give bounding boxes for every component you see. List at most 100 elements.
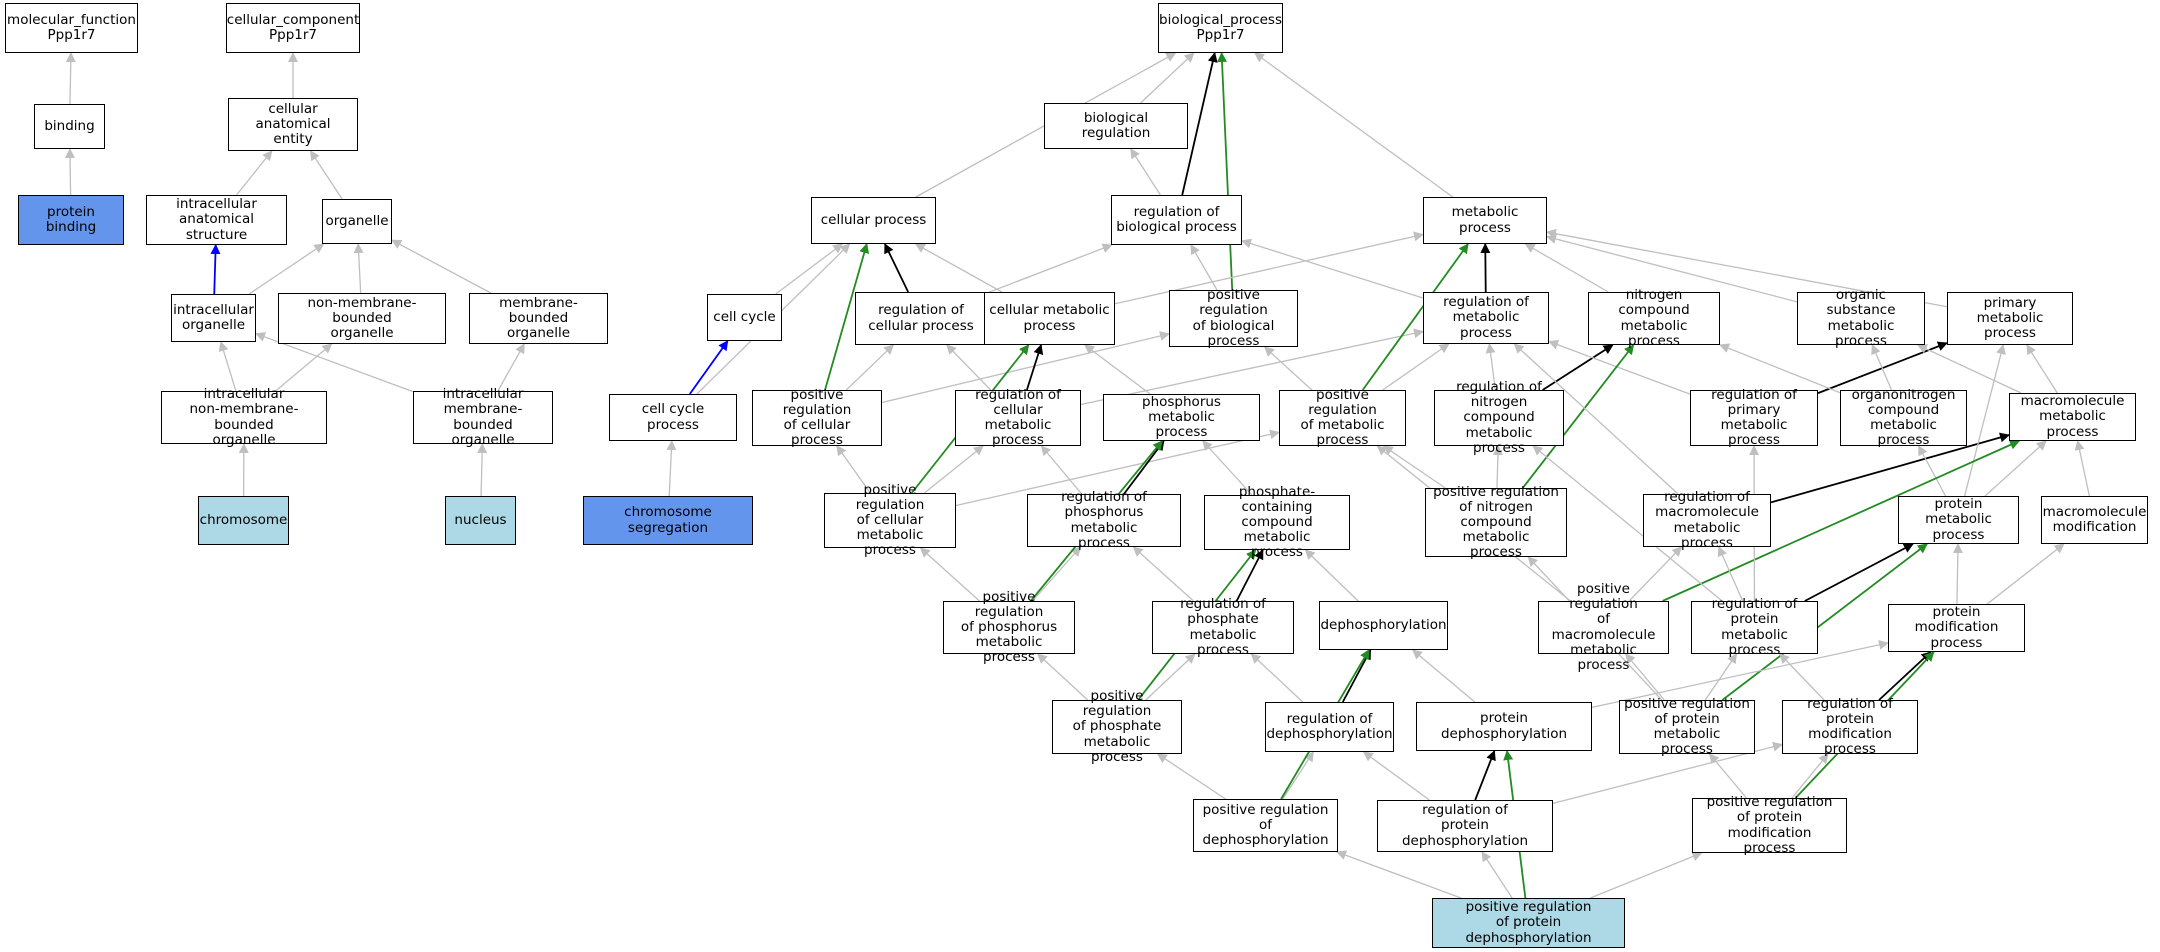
node-positive-regulation-of-protein-modification-process[interactable]: positive regulation of protein modificat… xyxy=(1692,795,1847,855)
node-organonitrogen-compound-metabolic-process[interactable]: organonitrogen compound metabolic proces… xyxy=(1840,387,1967,448)
node-dephosphorylation[interactable]: dephosphorylation xyxy=(1319,601,1448,650)
edge-is-a xyxy=(946,344,992,391)
node-macromolecule-modification[interactable]: macromolecule modification xyxy=(2041,496,2148,544)
node-cellular-anatomical-entity[interactable]: cellular anatomical entity xyxy=(228,98,358,151)
edge-regulates xyxy=(1804,543,1914,602)
edge-is-a xyxy=(1130,148,1161,196)
node-protein-binding[interactable]: protein binding xyxy=(18,195,124,245)
edge-is-a xyxy=(836,445,871,494)
node-positive-regulation-of-metabolic-process[interactable]: positive regulation of metabolic process xyxy=(1279,387,1406,448)
edge-is-a xyxy=(1791,753,1829,799)
node-positive-regulation-of-dephosphorylation[interactable]: positive regulation of dephosphorylation xyxy=(1193,799,1338,852)
node-intracellular-non-membrane-bounded-organelle[interactable]: intracellular non-membrane-bounded organ… xyxy=(161,387,327,447)
node-positive-regulation-of-phosphorus-metabolic-process[interactable]: positive regulation of phosphorus metabo… xyxy=(943,589,1075,665)
node-metabolic-process[interactable]: metabolic process xyxy=(1423,197,1547,244)
edge-is-a xyxy=(218,341,237,392)
edge-positively-regulates xyxy=(1217,52,1234,291)
edge-is-a xyxy=(1250,653,1304,703)
node-regulation-of-protein-metabolic-process[interactable]: regulation of protein metabolic process xyxy=(1691,597,1818,657)
node-positive-regulation-of-protein-metabolic-process[interactable]: positive regulation of protein metabolic… xyxy=(1619,696,1755,757)
node-regulation-of-macromolecule-metabolic-process[interactable]: regulation of macromolecule metabolic pr… xyxy=(1643,490,1771,550)
edge-is-a xyxy=(1492,445,1503,489)
node-regulation-of-cellular-process[interactable]: regulation of cellular process xyxy=(855,292,987,345)
edge-is-a xyxy=(1411,649,1476,703)
edge-regulates xyxy=(1235,549,1264,602)
node-binding[interactable]: binding xyxy=(34,104,105,149)
edge-is-a xyxy=(1156,753,1226,800)
node-chromosome[interactable]: chromosome xyxy=(198,496,289,545)
node-biological-regulation[interactable]: biological regulation xyxy=(1044,103,1188,149)
edge-regulates xyxy=(1770,432,2010,504)
node-positive-regulation-of-nitrogen-compound-metabolic-process[interactable]: positive regulation of nitrogen compound… xyxy=(1425,484,1567,560)
node-regulation-of-cellular-metabolic-process[interactable]: regulation of cellular metabolic process xyxy=(955,387,1081,448)
edge-is-a xyxy=(955,429,1280,507)
edge-positively-regulates xyxy=(824,243,870,391)
edge-is-a xyxy=(1336,850,1462,899)
node-cc-root[interactable]: cellular_component Ppp1r7 xyxy=(226,3,360,53)
node-mf-root[interactable]: molecular_function Ppp1r7 xyxy=(5,3,138,53)
edge-is-a xyxy=(1704,653,1738,701)
node-cell-cycle[interactable]: cell cycle xyxy=(707,294,782,341)
node-chromosome-segregation[interactable]: chromosome segregation xyxy=(583,496,753,545)
node-macromolecule-metabolic-process[interactable]: macromolecule metabolic process xyxy=(2009,393,2136,441)
edge-regulates xyxy=(1542,344,1614,391)
node-organelle[interactable]: organelle xyxy=(322,199,392,244)
node-organic-substance-metabolic-process[interactable]: organic substance metabolic process xyxy=(1797,288,1925,348)
node-intracellular-anatomical-structure[interactable]: intracellular anatomical structure xyxy=(146,195,287,245)
node-protein-metabolic-process[interactable]: protein metabolic process xyxy=(1898,496,2019,544)
edge-is-a xyxy=(1084,344,1151,395)
node-nitrogen-compound-metabolic-process[interactable]: nitrogen compound metabolic process xyxy=(1588,288,1720,348)
edge-is-a xyxy=(919,547,980,602)
edge-is-a xyxy=(1546,234,1798,303)
node-regulation-of-primary-metabolic-process[interactable]: regulation of primary metabolic process xyxy=(1690,387,1818,448)
node-nucleus[interactable]: nucleus xyxy=(445,496,516,545)
node-positive-regulation-of-cellular-metabolic-process[interactable]: positive regulation of cellular metaboli… xyxy=(824,482,956,558)
node-positive-regulation-of-phosphate-metabolic-process[interactable]: positive regulation of phosphate metabol… xyxy=(1052,689,1182,764)
node-phosphorus-metabolic-process[interactable]: phosphorus metabolic process xyxy=(1103,394,1260,441)
node-membrane-bounded-organelle[interactable]: membrane-bounded organelle xyxy=(469,293,608,344)
node-intracellular-membrane-bounded-organelle[interactable]: intracellular membrane-bounded organelle xyxy=(413,387,553,447)
node-regulation-of-biological-process[interactable]: regulation of biological process xyxy=(1111,195,1242,245)
node-cell-cycle-process[interactable]: cell cycle process xyxy=(609,394,737,441)
node-regulation-of-metabolic-process[interactable]: regulation of metabolic process xyxy=(1423,292,1549,344)
edge-is-a xyxy=(1304,549,1359,602)
edge-is-a xyxy=(65,52,76,105)
edge-is-a xyxy=(1719,343,1841,394)
node-protein-modification-process[interactable]: protein modification process xyxy=(1888,604,2025,652)
edge-is-a xyxy=(1037,653,1089,701)
node-positive-regulation-of-macromolecule-metabolic-process[interactable]: positive regulation of macromolecule met… xyxy=(1538,582,1669,672)
node-primary-metabolic-process[interactable]: primary metabolic process xyxy=(1947,292,2073,345)
node-positive-regulation-of-protein-dephosphorylation[interactable]: positive regulation of protein dephospho… xyxy=(1432,898,1625,948)
edge-is-a xyxy=(1708,753,1747,799)
node-non-membrane-bounded-organelle[interactable]: non-membrane-bounded organelle xyxy=(278,293,446,344)
node-regulation-of-nitrogen-compound-metabolic-process[interactable]: regulation of nitrogen compound metaboli… xyxy=(1434,380,1564,455)
edge-regulates xyxy=(1026,344,1044,391)
edge-is-a xyxy=(1254,52,1454,198)
node-intracellular-organelle[interactable]: intracellular organelle xyxy=(171,294,256,342)
node-cellular-metabolic-process[interactable]: cellular metabolic process xyxy=(984,292,1115,345)
edge-is-a xyxy=(1145,653,1196,701)
node-positive-regulation-of-cellular-process[interactable]: positive regulation of cellular process xyxy=(752,387,882,448)
edge-is-a xyxy=(236,150,273,196)
node-regulation-of-phosphorus-metabolic-process[interactable]: regulation of phosphorus metabolic proce… xyxy=(1027,490,1181,550)
node-cellular-process[interactable]: cellular process xyxy=(811,197,936,244)
node-regulation-of-phosphate-metabolic-process[interactable]: regulation of phosphate metabolic proces… xyxy=(1152,597,1294,657)
edge-is-a xyxy=(1132,546,1194,602)
node-regulation-of-dephosphorylation[interactable]: regulation of dephosphorylation xyxy=(1265,702,1394,752)
edge-is-a xyxy=(1080,328,1424,406)
edge-is-a xyxy=(1984,440,2047,497)
node-phosphate-containing-compound-metabolic-process[interactable]: phosphate-containing compound metabolic … xyxy=(1204,484,1350,560)
edge-is-a xyxy=(881,331,1170,404)
node-positive-regulation-of-biological-process[interactable]: positive regulation of biological proces… xyxy=(1169,288,1298,348)
node-protein-dephosphorylation[interactable]: protein dephosphorylation xyxy=(1416,702,1592,751)
node-regulation-of-protein-dephosphorylation[interactable]: regulation of protein dephosphorylation xyxy=(1377,800,1553,852)
edge-is-a xyxy=(1114,231,1424,305)
node-regulation-of-protein-modification-process[interactable]: regulation of protein modification proce… xyxy=(1782,696,1918,757)
edge-is-a xyxy=(65,148,76,196)
edge-is-a xyxy=(1382,445,1446,489)
node-bp-root[interactable]: biological_process Ppp1r7 xyxy=(1158,3,1283,53)
edge-is-a xyxy=(986,243,1113,294)
edge-is-a xyxy=(391,239,492,294)
edge-is-a xyxy=(248,243,325,295)
